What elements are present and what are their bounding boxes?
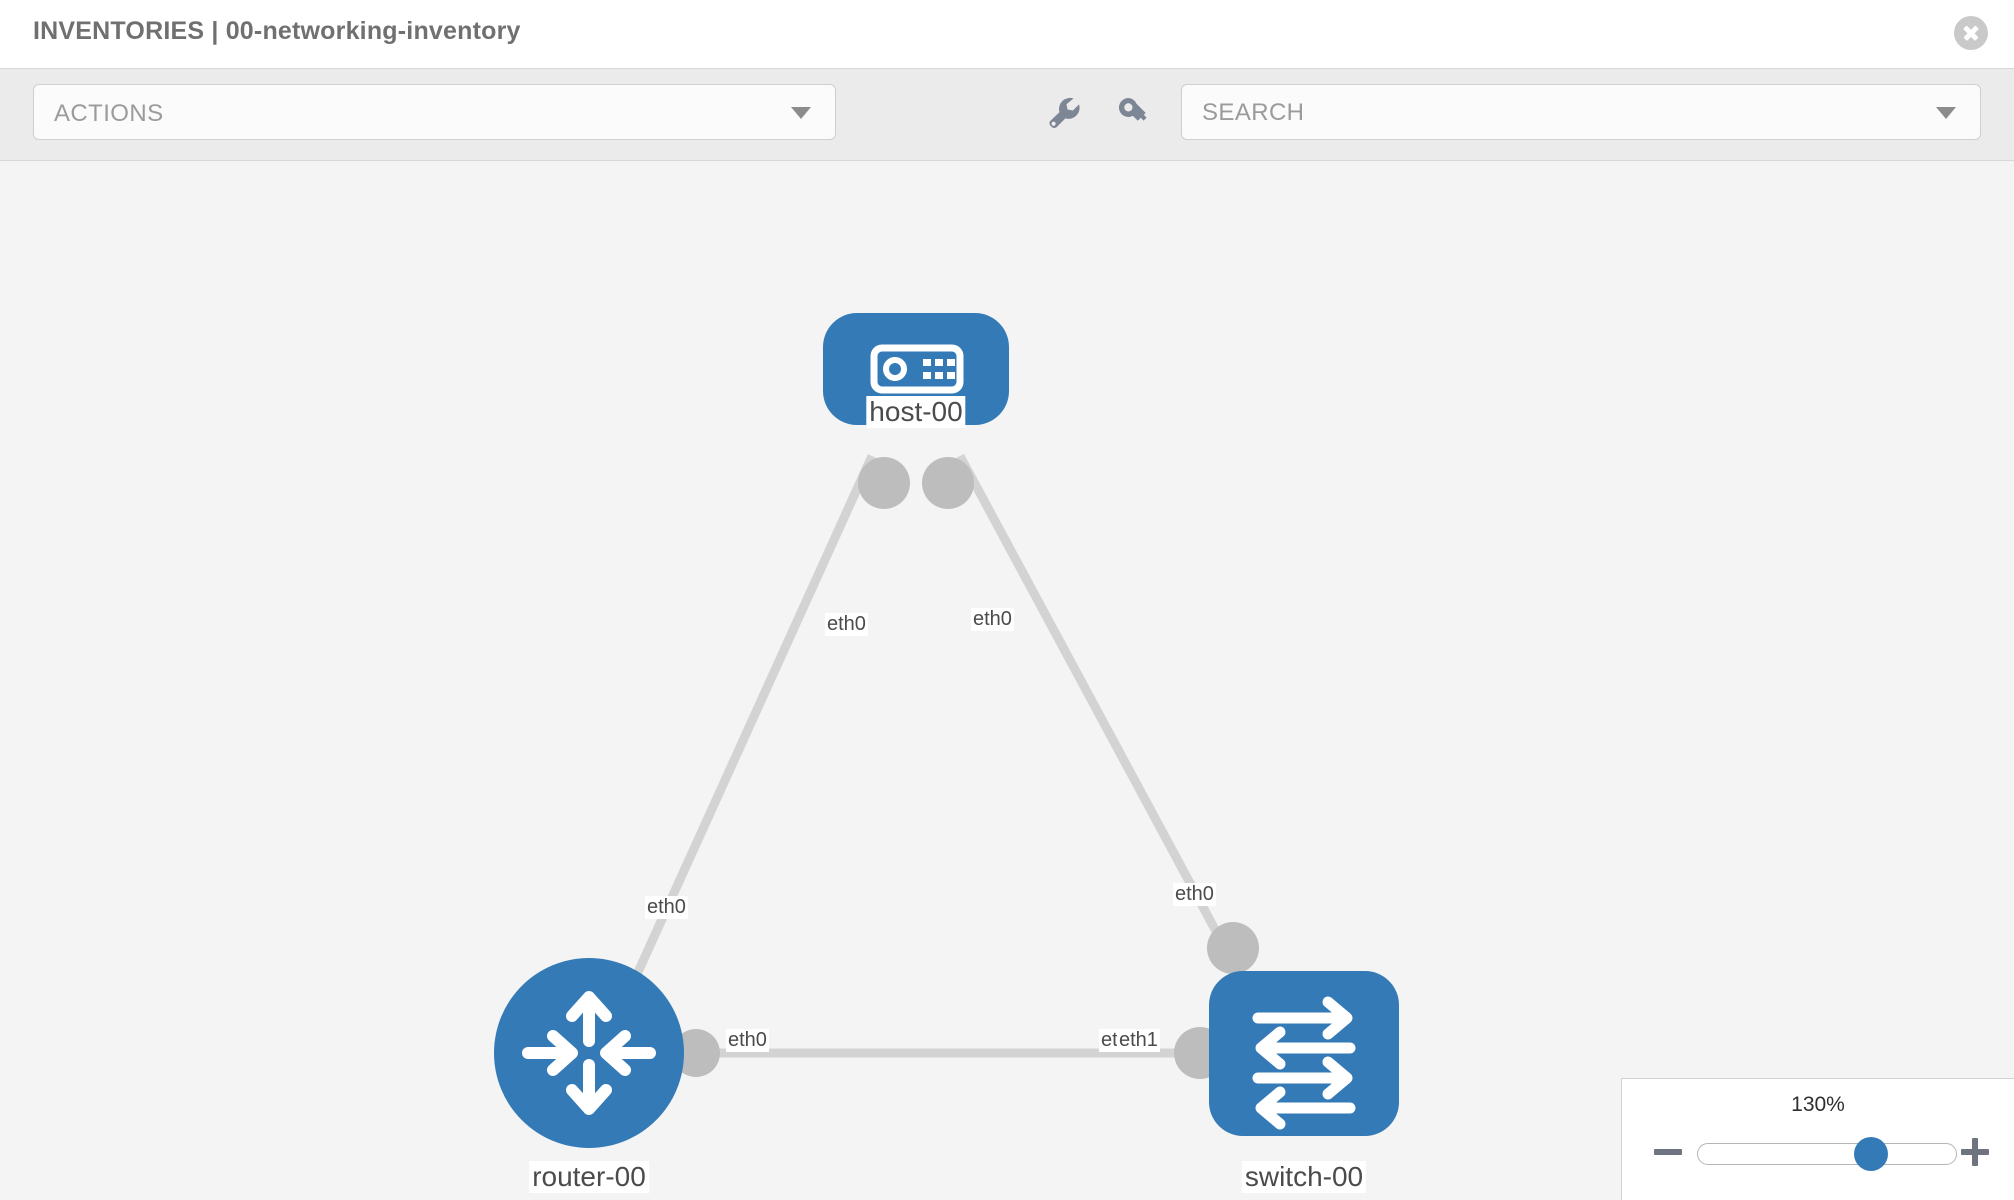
topology-graph (494, 313, 1399, 1148)
chevron-down-icon (1936, 107, 1956, 119)
endpoint-router00-east[interactable] (672, 1029, 720, 1077)
search-placeholder: SEARCH (1202, 99, 1305, 126)
search-input[interactable]: SEARCH (1181, 84, 1981, 140)
interface-label-switch00-west: eth1 (1117, 1029, 1160, 1052)
endpoint-group (672, 457, 1259, 1079)
switch-arrows-icon (1252, 996, 1356, 1130)
zoom-level-value: 130% (1791, 1093, 1845, 1116)
zoom-slider-track[interactable] (1697, 1137, 1957, 1171)
page-header: INVENTORIES | 00-networking-inventory (0, 0, 2014, 68)
zoom-out-button[interactable] (1651, 1135, 1685, 1169)
endpoint-host00-left[interactable] (858, 457, 910, 509)
link-group (629, 453, 1236, 1058)
interface-label-host00-left: eth0 (825, 613, 868, 636)
server-icon (870, 344, 964, 394)
node-switch-00[interactable] (1209, 971, 1399, 1136)
actions-dropdown-label: ACTIONS (54, 100, 164, 127)
actions-dropdown[interactable]: ACTIONS (33, 84, 836, 140)
link-host00-router00[interactable] (629, 454, 877, 983)
topology-canvas[interactable]: host-00 router-00 switch-00 eth0 eth0 et… (0, 161, 2014, 1200)
chevron-down-icon (791, 107, 811, 119)
toolbar: ACTIONS SEARCH (0, 68, 2014, 161)
interface-label-host00-right: eth0 (971, 608, 1014, 631)
interface-label-switch00-north: eth0 (1173, 883, 1216, 906)
interface-label-router00-north: eth0 (645, 896, 688, 919)
zoom-slider-thumb[interactable] (1853, 1137, 1888, 1171)
node-label-router-00: router-00 (529, 1161, 649, 1193)
wrench-icon[interactable] (1040, 89, 1086, 135)
router-arrows-icon (522, 991, 656, 1115)
zoom-control-panel: 130% (1621, 1078, 2014, 1200)
interface-label-router00-east: eth0 (726, 1029, 769, 1052)
zoom-in-button[interactable] (1958, 1135, 1992, 1169)
link-host00-switch00[interactable] (956, 453, 1236, 964)
close-icon[interactable] (1954, 16, 1988, 50)
node-label-switch-00: switch-00 (1241, 1161, 1367, 1193)
endpoint-host00-right[interactable] (922, 457, 974, 509)
key-icon[interactable] (1110, 89, 1156, 135)
node-label-host-00: host-00 (866, 396, 966, 428)
node-router-00[interactable] (494, 958, 684, 1148)
endpoint-switch00-nw[interactable] (1207, 922, 1259, 974)
page-title: INVENTORIES | 00-networking-inventory (33, 17, 521, 45)
